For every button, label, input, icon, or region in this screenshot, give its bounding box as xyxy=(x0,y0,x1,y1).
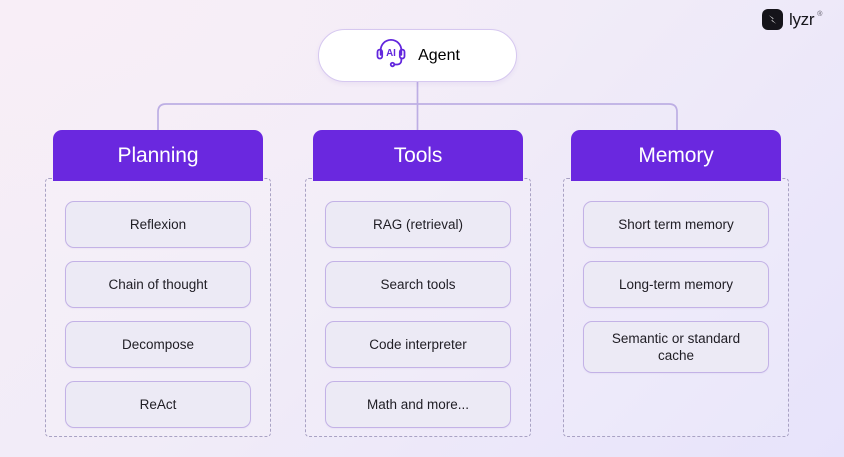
svg-text:AI: AI xyxy=(386,48,396,59)
column-header-memory[interactable]: Memory xyxy=(571,130,781,181)
lyzr-logo: lyzr ® xyxy=(762,9,822,30)
column-tools: Tools RAG (retrieval) Search tools Code … xyxy=(305,130,531,437)
lyzr-x-mark-icon xyxy=(762,9,783,30)
item-semantic-or-standard-cache[interactable]: Semantic or standard cache xyxy=(583,321,769,373)
column-header-tools[interactable]: Tools xyxy=(313,130,523,181)
item-long-term-memory[interactable]: Long-term memory xyxy=(583,261,769,308)
item-react[interactable]: ReAct xyxy=(65,381,251,428)
agent-root-label: Agent xyxy=(418,46,460,64)
agent-root-node[interactable]: AI Agent xyxy=(318,29,517,82)
column-body-tools: RAG (retrieval) Search tools Code interp… xyxy=(305,178,531,437)
ai-headset-icon: AI xyxy=(375,38,407,73)
item-reflexion[interactable]: Reflexion xyxy=(65,201,251,248)
item-search-tools[interactable]: Search tools xyxy=(325,261,511,308)
column-body-planning: Reflexion Chain of thought Decompose ReA… xyxy=(45,178,271,437)
column-body-memory: Short term memory Long-term memory Seman… xyxy=(563,178,789,437)
column-header-planning[interactable]: Planning xyxy=(53,130,263,181)
item-chain-of-thought[interactable]: Chain of thought xyxy=(65,261,251,308)
item-math-and-more[interactable]: Math and more... xyxy=(325,381,511,428)
item-short-term-memory[interactable]: Short term memory xyxy=(583,201,769,248)
item-rag-retrieval[interactable]: RAG (retrieval) xyxy=(325,201,511,248)
column-planning: Planning Reflexion Chain of thought Deco… xyxy=(45,130,271,437)
lyzr-wordmark: lyzr xyxy=(789,10,815,29)
item-code-interpreter[interactable]: Code interpreter xyxy=(325,321,511,368)
lyzr-trademark: ® xyxy=(817,11,823,18)
item-decompose[interactable]: Decompose xyxy=(65,321,251,368)
column-memory: Memory Short term memory Long-term memor… xyxy=(563,130,789,437)
